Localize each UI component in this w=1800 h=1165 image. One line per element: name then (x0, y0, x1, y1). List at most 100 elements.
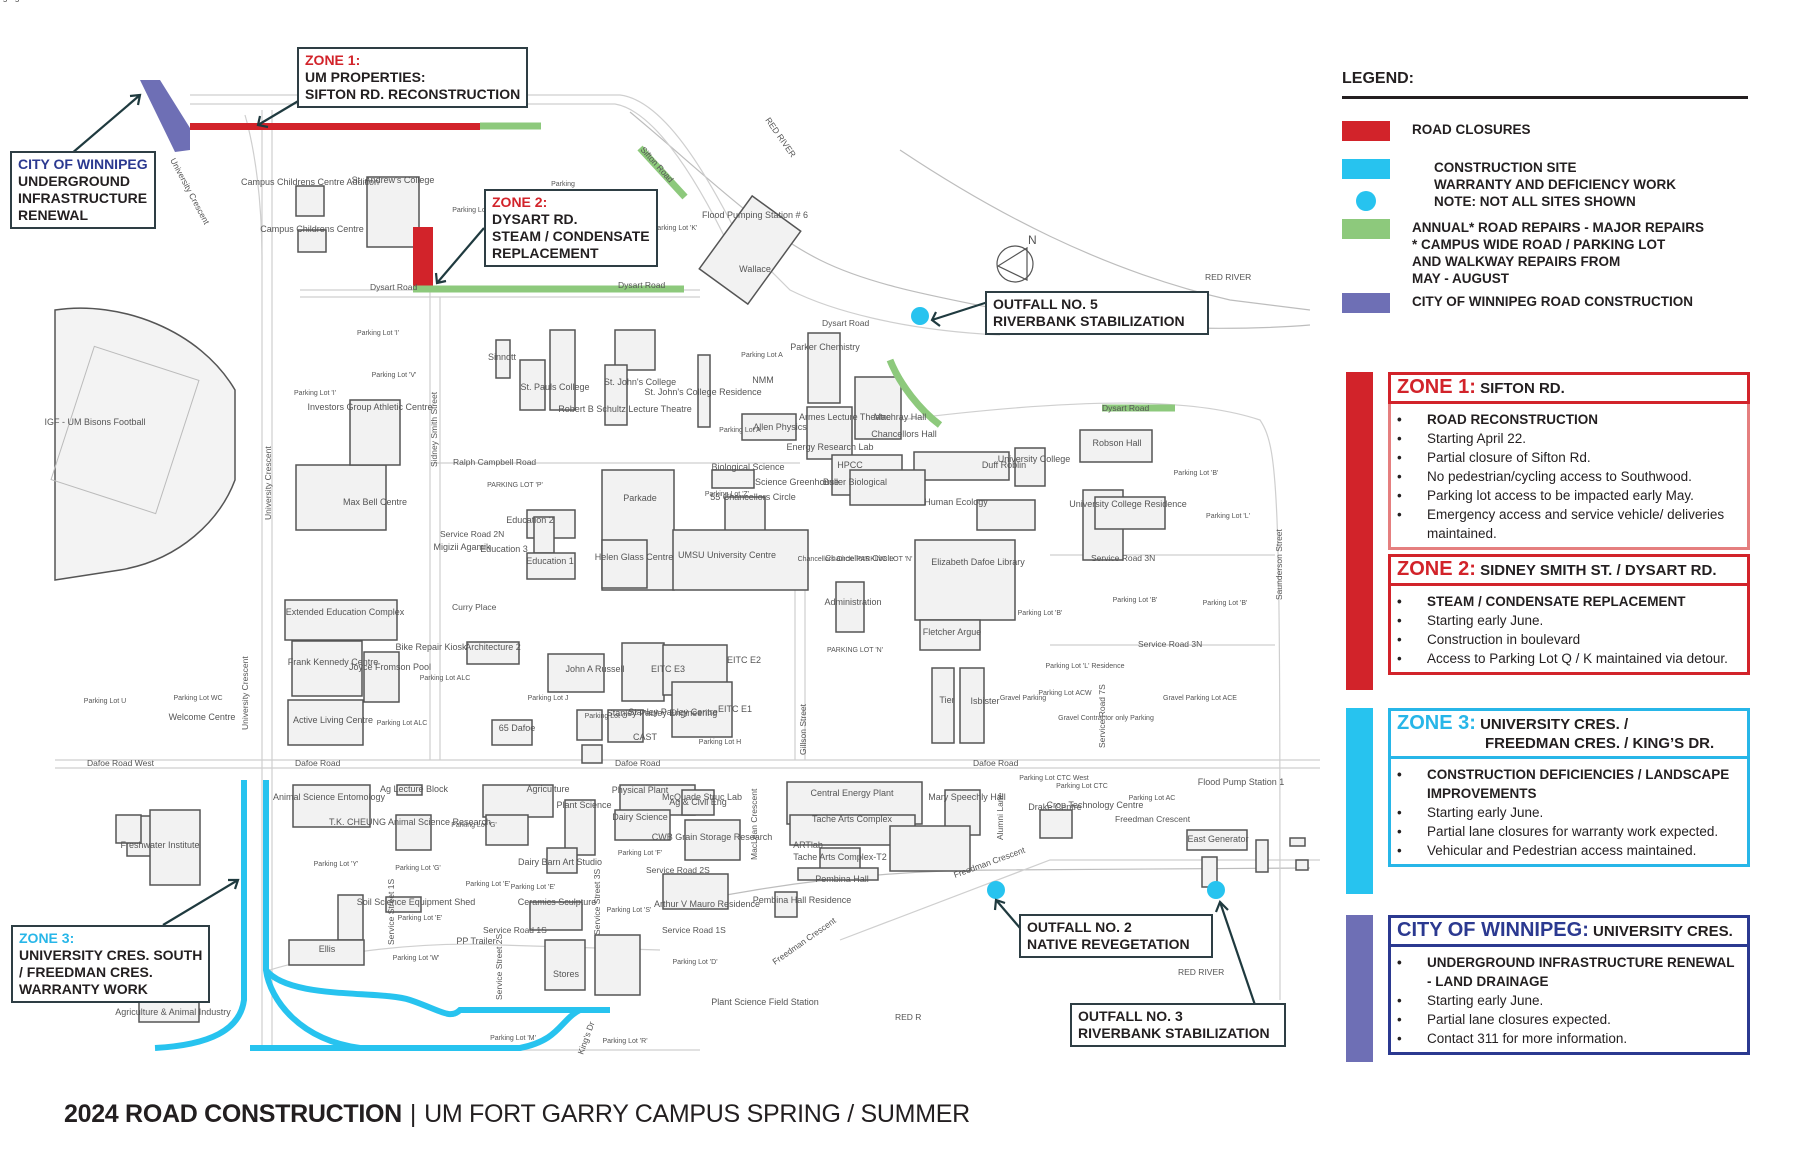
building-label: Crop Technology Centre (1047, 800, 1144, 810)
svg-text:RED RIVER: RED RIVER (1205, 272, 1251, 282)
building-label: Physical Plant (612, 785, 669, 795)
zone1-bullet: Emergency access and service vehicle/ de… (1397, 505, 1741, 543)
building-label: EITC E2 (727, 655, 761, 665)
svg-text:Service Road 1S: Service Road 1S (483, 925, 547, 935)
zone2-bullet: Construction in boulevard (1397, 630, 1741, 649)
parking-label: Parking Lot 'W' (393, 955, 440, 962)
parking-label: Parking Lot 'E' (398, 915, 443, 922)
building-label: Elizabeth Dafoe Library (931, 557, 1025, 567)
zone2-title: SIDNEY SMITH ST. / DYSART RD. (1480, 562, 1717, 579)
legend-swatch-red (1342, 121, 1390, 141)
building-label: IGF - UM Bisons Football (44, 417, 145, 427)
building-label: Campus Childrens Centre (260, 224, 364, 234)
building-label: Dairy Barn Art Studio (518, 857, 602, 867)
building-label: McQuade Struc Lab (662, 792, 742, 802)
legend-item-city-construction: CITY OF WINNIPEG ROAD CONSTRUCTION (1342, 293, 1748, 313)
building-label: UMSU University Centre (678, 550, 776, 560)
zone2-bullet: STEAM / CONDENSATE REPLACEMENT (1397, 592, 1741, 611)
campus-map: N RED RIVER RED RIVER RED RIVER RED R Dy… (0, 0, 1320, 1056)
parking-label: Parking Lot WC (173, 695, 222, 702)
outfall2-callout-line: OUTFALL NO. 2 (1027, 919, 1132, 935)
parking-label: PARKING LOT 'P' (487, 482, 543, 489)
svg-text:RED RIVER: RED RIVER (1178, 967, 1224, 977)
building-label: Fletcher Argue (923, 627, 982, 637)
svg-text:Service Road 2N: Service Road 2N (440, 529, 504, 539)
building-label: Drake Centre (1028, 802, 1082, 812)
building-label: NMM (752, 375, 774, 385)
svg-text:Service Street 2S: Service Street 2S (494, 934, 504, 1000)
outfall5-callout-line: RIVERBANK STABILIZATION (993, 313, 1185, 329)
north-arrow-icon: N (996, 233, 1037, 283)
building-label: Education 1 (526, 556, 574, 566)
legend-text: CONSTRUCTION SITE (1434, 160, 1577, 175)
parking-label: Parking Lot 'Q' (452, 207, 497, 214)
parking-label: Parking Lot A (719, 427, 761, 434)
svg-text:Freedman Crescent: Freedman Crescent (1115, 814, 1191, 824)
zone1-tag: ZONE 1: (1397, 376, 1476, 398)
building-label: Duff Roblin (982, 460, 1026, 470)
city-title: UNIVERSITY CRES. (1593, 923, 1733, 940)
legend-item-road-closures: ROAD CLOSURES (1342, 121, 1748, 141)
svg-text:University Crescent: University Crescent (263, 446, 273, 520)
parking-label: Parking Lot 'V' (372, 372, 417, 379)
title-subtitle: UM FORT GARRY CAMPUS SPRING / SUMMER (424, 1100, 970, 1128)
svg-text:Service Street 1S: Service Street 1S (386, 879, 396, 945)
zone1-callout-line: UM PROPERTIES: (305, 69, 426, 85)
city-callout-line: UNDERGROUND (18, 173, 130, 189)
building-label: Helen Glass Centre (595, 552, 674, 562)
zone2-callout: ZONE 2: DYSART RD. STEAM / CONDENSATE RE… (484, 189, 658, 267)
zone1-callout-tag: ZONE 1: (305, 52, 361, 68)
building-label: Campus Childrens Centre Addition (241, 177, 379, 187)
building-label: East Generator (1187, 834, 1248, 844)
road-network (55, 94, 1320, 1051)
legend-swatch-cyan (1342, 159, 1390, 179)
building-label: Administration (824, 597, 881, 607)
zone2-callout-line: STEAM / CONDENSATE (492, 228, 650, 244)
building-label: Animal Science Entomology (273, 792, 386, 802)
building-label: HPCC (837, 460, 863, 470)
building-label: Tier (939, 695, 954, 705)
parking-label: Parking Lot 'D' (672, 959, 717, 966)
building-label: 65 Dafoe (499, 723, 536, 733)
building-label: University College (998, 454, 1071, 464)
parking-label: Parking Lot 'F' (618, 850, 662, 857)
outfall-3-marker (1207, 881, 1225, 899)
parking-label: Parking Lot 'I' (294, 390, 336, 397)
building-label: Migizii Agamik (433, 542, 491, 552)
parking-label: Parking Lot ALC (420, 675, 471, 682)
svg-text:Service Road 7S: Service Road 7S (1097, 684, 1107, 748)
building-label: Human Ecology (924, 497, 988, 507)
svg-text:Service Street 3S: Service Street 3S (592, 869, 602, 935)
zone3-title: UNIVERSITY CRES. / (1480, 716, 1629, 733)
svg-text:Ralph Campbell Road: Ralph Campbell Road (453, 457, 536, 467)
building-label: Pembina Hall Residence (753, 895, 852, 905)
legend-text: CITY OF WINNIPEG ROAD CONSTRUCTION (1412, 294, 1694, 309)
city-construction (140, 80, 190, 152)
building-label: Ag Lecture Block (380, 784, 449, 794)
parking-label: Parking Lot AC (1129, 795, 1176, 802)
zone1-panel: ZONE 1: SIFTON RD. ROAD RECONSTRUCTION S… (1388, 372, 1750, 550)
parking-label: Parking Lot ALC (377, 720, 428, 727)
parking-label: Gravel Contractor only Parking (1058, 715, 1154, 722)
legend-title: LEGEND: (1342, 70, 1748, 99)
parking-label: Parking Lot CTC West (1019, 775, 1089, 782)
outfall5-callout-line: OUTFALL NO. 5 (993, 296, 1098, 312)
building-label: Ellis (319, 944, 336, 954)
legend-text: WARRANTY AND DEFICIENCY WORK (1434, 177, 1677, 192)
svg-text:MacLean Crescent: MacLean Crescent (749, 788, 759, 860)
outfall2-callout: OUTFALL NO. 2 NATIVE REVEGETATION (1019, 914, 1213, 958)
building-label: Ag & Civil Eng (669, 797, 727, 807)
city-bullet: Contact 311 for more information. (1397, 1029, 1741, 1048)
zone-color-bar (1346, 372, 1373, 690)
svg-text:Dafoe Road: Dafoe Road (973, 758, 1019, 768)
parking-label: Parking Lot 'L' Residence (1046, 663, 1125, 670)
building-label: Joyce Fromson Pool (349, 662, 431, 672)
building-label: Dairy Science (612, 812, 668, 822)
buildings (115, 176, 1309, 1023)
parking-label: Parking Lot 'Y' (314, 861, 359, 868)
city-bullet: UNDERGROUND INFRASTRUCTURE RENEWAL - LAN… (1397, 953, 1741, 991)
svg-text:Sidney Smith Street: Sidney Smith Street (429, 391, 439, 467)
parking-label: Parking Lot 'S' (607, 907, 652, 914)
zone2-panel: ZONE 2: SIDNEY SMITH ST. / DYSART RD. ST… (1388, 554, 1750, 675)
